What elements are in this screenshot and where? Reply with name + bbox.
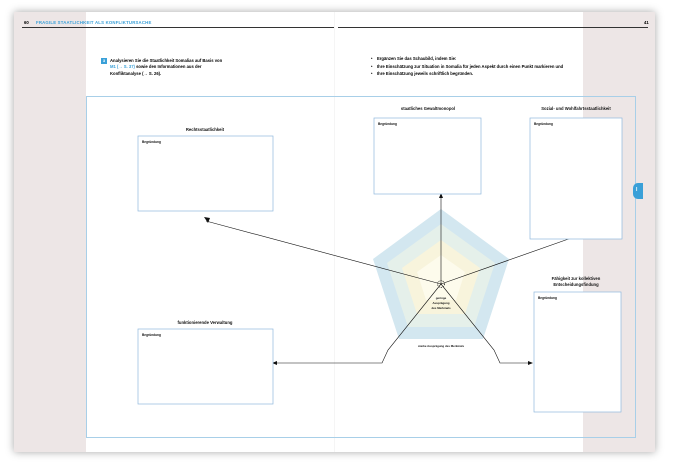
task-number-badge: 3 bbox=[101, 58, 107, 64]
task-text: Analysieren Sie die Staatlichkeit Somali… bbox=[110, 58, 265, 77]
book-spread: 60 FRAGILE STAATLICHKEIT ALS KONFLIKTURS… bbox=[14, 12, 655, 452]
chapter-tab: I bbox=[633, 183, 643, 199]
begruendung-label: Begründung bbox=[142, 333, 161, 337]
answer-box[interactable] bbox=[533, 291, 622, 413]
answer-box[interactable] bbox=[137, 328, 274, 405]
task-line-2: sowie den Informationen aus der bbox=[136, 64, 202, 70]
task-ref-m1: M1 bbox=[110, 64, 116, 70]
axis-verwaltung bbox=[276, 283, 442, 364]
instruction-item: Ergänzen Sie das Schaubild, indem Sie: bbox=[371, 56, 571, 62]
dimension-label-entscheidungsfindung: Fähigkeit zur kollektiven bbox=[552, 276, 601, 281]
header-rule-left bbox=[22, 27, 334, 28]
answer-box[interactable] bbox=[529, 117, 623, 240]
page-number-right: 41 bbox=[644, 20, 649, 25]
answer-box[interactable] bbox=[373, 117, 482, 195]
dimension-label-entscheidungsfindung-2: Entscheidungsfindung bbox=[553, 282, 599, 287]
dimension-label-sozialstaatlichkeit: Sozial- und Wohlfahrtsstaatlichkeit bbox=[541, 106, 611, 111]
chapter-tab-label: I bbox=[636, 187, 638, 193]
book-fold bbox=[334, 12, 335, 452]
arrowhead bbox=[204, 217, 210, 223]
header-rule-right bbox=[338, 27, 648, 28]
page-margin-left bbox=[14, 12, 86, 452]
begruendung-label: Begründung bbox=[534, 122, 553, 126]
center-label-3: des Merkmals bbox=[431, 306, 451, 310]
arrowhead bbox=[439, 193, 443, 198]
begruendung-label: Begründung bbox=[538, 296, 557, 300]
task-line-3: Konfliktanalyse bbox=[110, 70, 141, 76]
diagram-frame bbox=[86, 96, 636, 438]
begruendung-box-rechtsstaatlichkeit[interactable]: Begründung bbox=[137, 135, 274, 212]
axis-entscheidungsfindung bbox=[440, 283, 529, 364]
dimension-label-verwaltung: funktionierende Verwaltung bbox=[178, 320, 233, 325]
outer-scale-label: starke Ausprägung des Merkmals bbox=[418, 344, 465, 348]
begruendung-box-entscheidungsfindung[interactable]: Begründung bbox=[533, 291, 622, 413]
dimension-label-gewaltmonopol: staatliches Gewaltmonopol bbox=[401, 106, 455, 111]
arrowhead bbox=[528, 361, 533, 365]
begruendung-box-gewaltmonopol[interactable]: Begründung bbox=[373, 117, 482, 195]
axis-rechtsstaatlichkeit bbox=[205, 220, 442, 285]
center-label-1: geringe bbox=[436, 296, 447, 300]
answer-box[interactable] bbox=[137, 135, 274, 212]
instruction-list: Ergänzen Sie das Schaubild, indem Sie: I… bbox=[371, 56, 571, 79]
dimension-label-rechtsstaatlichkeit: Rechtsstaatlichkeit bbox=[186, 127, 225, 132]
pentagon-diagram: geringe Ausprägung des Merkmals starke A… bbox=[137, 106, 623, 413]
axis-lines bbox=[205, 197, 578, 364]
begruendung-label: Begründung bbox=[142, 140, 161, 144]
center-point bbox=[440, 283, 442, 285]
center-dot bbox=[437, 280, 445, 288]
axis-sozialstaatlichkeit bbox=[440, 235, 578, 285]
begruendung-box-sozialstaatlichkeit[interactable]: Begründung bbox=[529, 117, 623, 240]
arrowhead bbox=[272, 361, 277, 365]
center-marker bbox=[437, 280, 445, 288]
task-ref-m1-page: (→ S. 37) bbox=[117, 64, 135, 70]
instruction-item: Ihre Einschätzung jeweils schriftlich be… bbox=[371, 71, 571, 77]
task-ref-page: (→ S. 26). bbox=[142, 70, 162, 76]
page-number-left: 60 bbox=[24, 20, 29, 25]
center-label-2: Ausprägung bbox=[432, 301, 449, 305]
begruendung-box-verwaltung[interactable]: Begründung bbox=[137, 328, 274, 405]
instruction-item: Ihre Einschätzung zur Situation in Somal… bbox=[371, 64, 571, 70]
begruendung-label: Begründung bbox=[378, 122, 397, 126]
task-line-1: Analysieren Sie die Staatlichkeit Somali… bbox=[110, 58, 223, 63]
chapter-title: FRAGILE STAATLICHKEIT ALS KONFLIKTURSACH… bbox=[36, 20, 152, 25]
